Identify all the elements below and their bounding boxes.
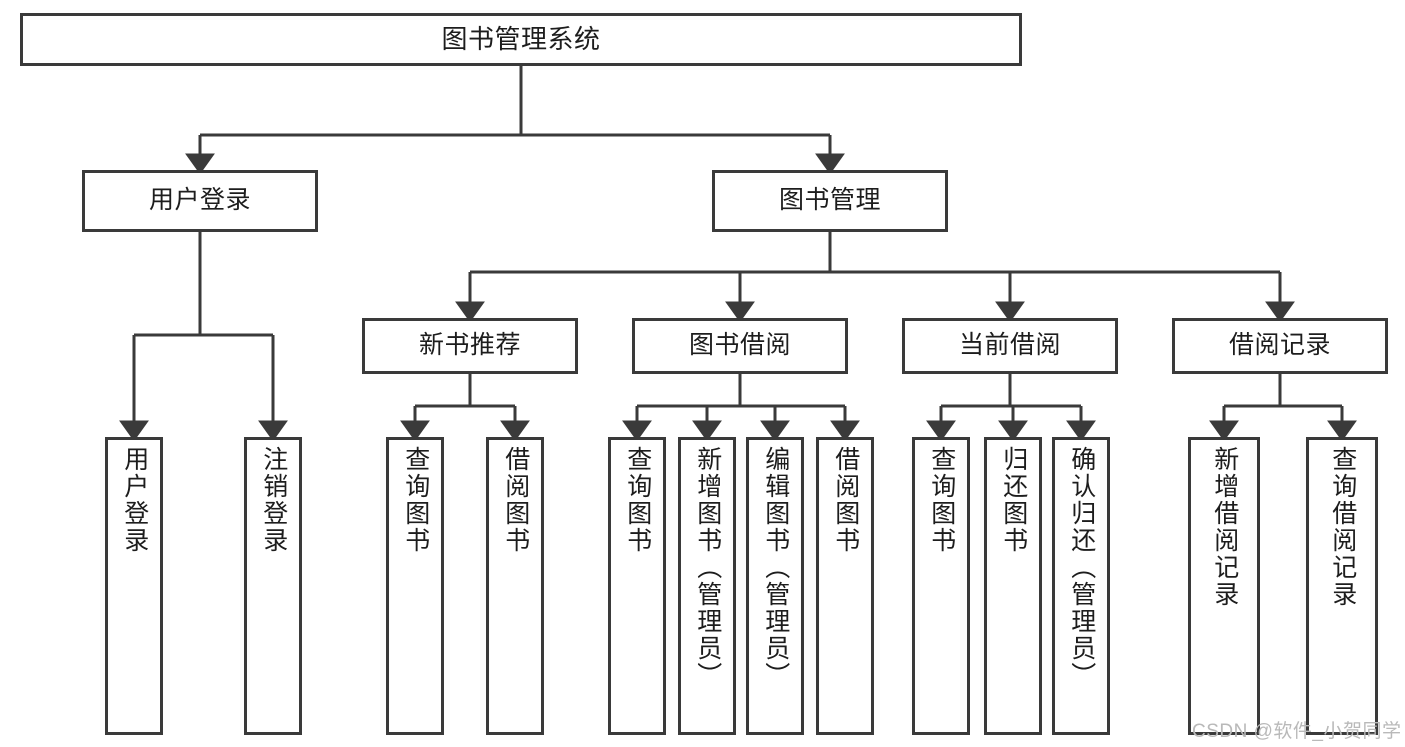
node-leaf-query-book-1[interactable]: 查询图书: [386, 437, 444, 735]
node-leaf-query-book-2-label: 查询图书: [623, 446, 652, 554]
node-borrow-record-label: 借阅记录: [1228, 331, 1331, 360]
node-leaf-query-book-3[interactable]: 查询图书: [912, 437, 970, 735]
node-leaf-borrow-book-2-label: 借阅图书: [831, 446, 860, 554]
node-leaf-query-record-label: 查询借阅记录: [1328, 446, 1357, 608]
node-new-book-rec[interactable]: 新书推荐: [362, 318, 578, 374]
node-book-borrow-label: 图书借阅: [688, 331, 791, 360]
node-leaf-query-book-3-label: 查询图书: [927, 446, 956, 554]
node-current-borrow[interactable]: 当前借阅: [902, 318, 1118, 374]
node-leaf-confirm-return-label: 确认归还（管理员）: [1067, 446, 1096, 689]
node-root[interactable]: 图书管理系统: [20, 13, 1022, 66]
node-root-label: 图书管理系统: [441, 24, 601, 55]
node-leaf-query-book-1-label: 查询图书: [401, 446, 430, 554]
node-leaf-user-login[interactable]: 用户登录: [105, 437, 163, 735]
node-user-login[interactable]: 用户登录: [82, 170, 318, 232]
node-leaf-borrow-book-1-label: 借阅图书: [501, 446, 530, 554]
node-leaf-edit-book[interactable]: 编辑图书（管理员）: [746, 437, 804, 735]
node-leaf-user-logout[interactable]: 注销登录: [244, 437, 302, 735]
node-leaf-user-login-label: 用户登录: [120, 446, 149, 554]
node-leaf-return-book[interactable]: 归还图书: [984, 437, 1042, 735]
node-borrow-record[interactable]: 借阅记录: [1172, 318, 1388, 374]
node-book-borrow[interactable]: 图书借阅: [632, 318, 848, 374]
node-leaf-add-record-label: 新增借阅记录: [1210, 446, 1239, 608]
node-leaf-confirm-return[interactable]: 确认归还（管理员）: [1052, 437, 1110, 735]
node-leaf-return-book-label: 归还图书: [999, 446, 1028, 554]
node-leaf-add-record[interactable]: 新增借阅记录: [1188, 437, 1260, 735]
node-book-manage[interactable]: 图书管理: [712, 170, 948, 232]
node-user-login-label: 用户登录: [148, 186, 251, 215]
node-leaf-add-book[interactable]: 新增图书（管理员）: [678, 437, 736, 735]
node-leaf-borrow-book-2[interactable]: 借阅图书: [816, 437, 874, 735]
node-leaf-add-book-label: 新增图书（管理员）: [693, 446, 722, 689]
node-leaf-query-book-2[interactable]: 查询图书: [608, 437, 666, 735]
node-leaf-borrow-book-1[interactable]: 借阅图书: [486, 437, 544, 735]
node-leaf-user-logout-label: 注销登录: [259, 446, 288, 554]
node-leaf-edit-book-label: 编辑图书（管理员）: [761, 446, 790, 689]
node-current-borrow-label: 当前借阅: [958, 331, 1061, 360]
node-new-book-rec-label: 新书推荐: [418, 331, 521, 360]
node-book-manage-label: 图书管理: [778, 186, 881, 215]
csdn-watermark: CSDN @软件_小贺同学: [1192, 721, 1402, 742]
node-leaf-query-record[interactable]: 查询借阅记录: [1306, 437, 1378, 735]
